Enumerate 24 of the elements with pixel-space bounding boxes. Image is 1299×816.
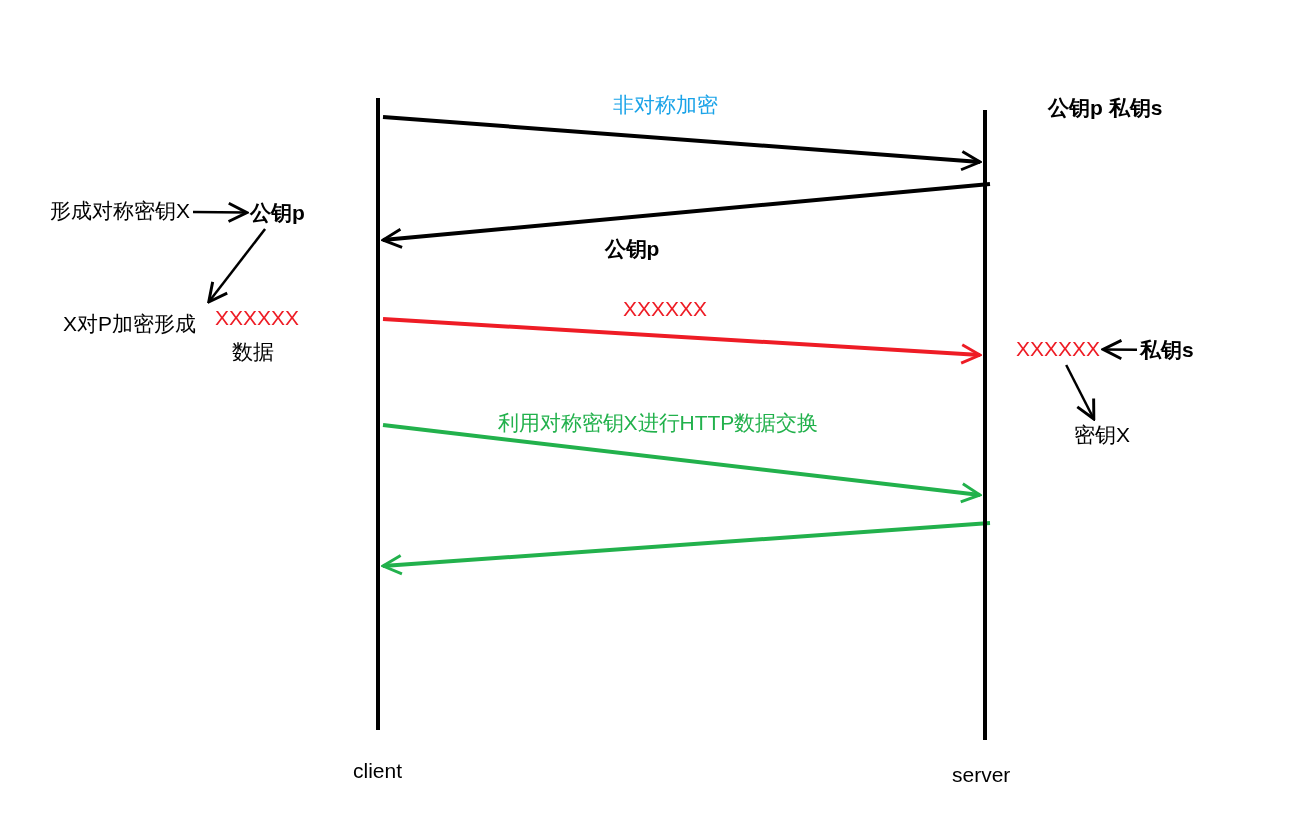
edge-label: 非对称加密 (612, 92, 718, 118)
arrow (1065, 364, 1096, 421)
cipher-text: XXXXXX (215, 305, 300, 331)
caption-text: 数据 (232, 339, 274, 365)
cipher-text: XXXXXX (1016, 336, 1101, 362)
arrow (382, 423, 982, 504)
arrow (382, 115, 982, 172)
arrow (381, 182, 991, 249)
lifeline-label: client (353, 758, 403, 784)
edge-label: XXXXXX (623, 296, 708, 322)
arrow (193, 201, 249, 223)
key-label: 形成对称密钥X (50, 198, 190, 224)
caption-text: X对P加密形成 (63, 311, 196, 337)
arrow (382, 317, 982, 365)
key-label: 私钥s (1140, 337, 1194, 363)
edge-label: 公钥p (604, 236, 660, 262)
arrow (1101, 338, 1137, 361)
arrow (381, 521, 991, 576)
lifeline-label: server (952, 762, 1011, 788)
key-label: 公钥p (250, 200, 305, 226)
arrow (207, 228, 267, 304)
edge-label: 利用对称密钥X进行HTTP数据交换 (497, 410, 819, 436)
key-label: 密钥X (1074, 422, 1130, 448)
key-label: 公钥p 私钥s (1048, 95, 1163, 121)
